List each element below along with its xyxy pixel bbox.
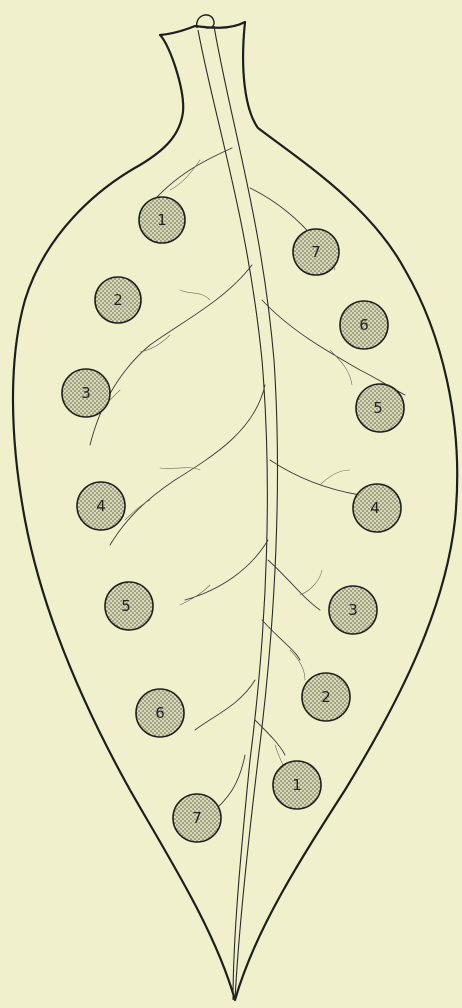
spot-right-6: 6	[340, 301, 388, 349]
spot-label: 5	[373, 399, 383, 417]
spot-left-4: 4	[77, 482, 125, 530]
spot-label: 2	[113, 291, 123, 309]
spot-label: 7	[311, 243, 321, 261]
spot-label: 5	[121, 597, 131, 615]
spot-label: 3	[348, 601, 358, 619]
spot-left-3: 3	[62, 369, 110, 417]
spot-label: 7	[192, 809, 202, 827]
midrib	[198, 26, 277, 1000]
spot-label: 4	[96, 497, 106, 515]
spot-label: 6	[155, 704, 165, 722]
spot-right-5: 5	[356, 384, 404, 432]
spot-left-2: 2	[95, 277, 141, 323]
spot-label: 6	[359, 316, 369, 334]
spot-right-2: 2	[302, 673, 350, 721]
spot-label: 3	[81, 384, 91, 402]
spot-label: 4	[370, 499, 380, 517]
spot-right-4: 4	[353, 484, 401, 532]
spot-left-7: 7	[173, 794, 221, 842]
spot-label: 1	[157, 211, 167, 229]
spot-right-3: 3	[329, 586, 377, 634]
spot-left-1: 1	[139, 197, 185, 243]
spot-right-7: 7	[293, 229, 339, 275]
spot-label: 2	[321, 688, 331, 706]
spot-left-5: 5	[105, 582, 153, 630]
spot-left-6: 6	[136, 689, 184, 737]
spot-label: 1	[292, 776, 302, 794]
spot-right-1: 1	[273, 761, 321, 809]
